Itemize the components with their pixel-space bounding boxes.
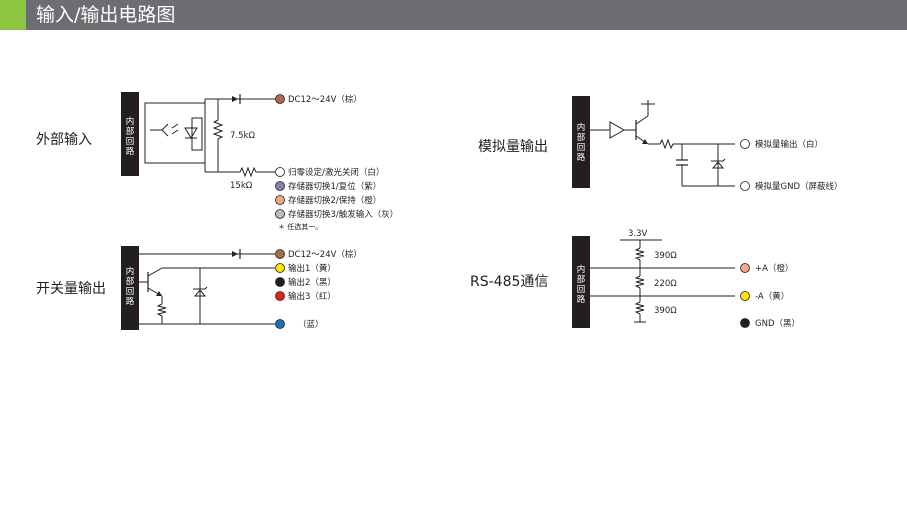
analog-out-label: 模拟量输出（白） (755, 139, 823, 150)
wire-dot-yellow (740, 291, 750, 301)
wire-dot-brown (275, 94, 285, 104)
internal-circuit-block (121, 92, 139, 176)
block-char: 回 (126, 287, 135, 297)
zener-diode (193, 289, 207, 297)
section-title-rs485: RS-485通信 (470, 274, 548, 290)
internal-circuit-block (572, 236, 590, 328)
block-char: 内 (577, 122, 586, 133)
resistor-7-5k (212, 119, 224, 140)
supply-label: DC12～24V（棕） (288, 249, 362, 260)
wire-dot-red (275, 291, 285, 301)
wire-dot-black (275, 277, 285, 287)
resistor-220 (634, 275, 645, 289)
resistor-7-5k-label: 7.5kΩ (230, 131, 255, 141)
page-title: 输入/输出电路图 (36, 4, 176, 26)
analog-gnd-label: 模拟量GND（屏蔽线） (755, 181, 843, 192)
led-symbol (184, 127, 198, 139)
resistor-label: 220Ω (654, 279, 677, 289)
wire-dot-white (275, 167, 285, 177)
internal-circuit-block (121, 246, 139, 330)
internal-circuit-block (572, 96, 590, 188)
section-title-external-input: 外部输入 (36, 132, 92, 148)
rs485-line-label: GND（黑） (755, 318, 800, 329)
supply-label: 3.3V (628, 229, 648, 239)
block-char: 部 (126, 276, 135, 287)
wire-dot-orange (740, 263, 750, 273)
resistor-label: 390Ω (654, 306, 677, 316)
resistor-390-bottom (634, 301, 645, 315)
section-title-analog-output: 模拟量输出 (478, 139, 548, 155)
wire-dot-white (740, 181, 750, 191)
resistor-15k (239, 166, 257, 178)
rs485-line-label: +A（橙） (755, 263, 793, 274)
block-char: 回 (577, 285, 586, 295)
header-accent (0, 0, 26, 30)
block-char: 内 (577, 264, 586, 275)
block-char: 路 (126, 146, 135, 157)
block-char: 路 (577, 152, 586, 163)
wire-dot-purple (275, 181, 285, 191)
input-label: 归零设定/激光关闭（白） (288, 167, 384, 178)
input-label: 存储器切换2/保持（橙） (288, 195, 381, 206)
zener-diode (711, 161, 725, 169)
wire-dot-orange (275, 195, 285, 205)
block-char: 部 (126, 126, 135, 137)
supply-label: DC12～24V（棕） (288, 94, 362, 105)
block-char: 部 (577, 274, 586, 285)
wire-dot-white (740, 139, 750, 149)
output-label: 输出2（黑） (288, 277, 336, 288)
rs485-diagram: RS-485通信 内 部 回 路 3.3V 390Ω 220Ω 390Ω +A（… (470, 229, 800, 329)
wire-dot-yellow (275, 263, 285, 273)
external-input-diagram: 外部输入 内 部 回 路 7.5kΩ 15kΩ DC12～24V（棕） 归零设定… (36, 92, 398, 231)
resistor-390-top (634, 247, 645, 261)
block-char: 回 (126, 137, 135, 147)
footnote: ＊ 任选其一。 (278, 222, 322, 231)
block-char: 内 (126, 116, 135, 127)
output-label: 输出1（黄） (288, 263, 336, 274)
phototransistor (150, 123, 169, 137)
rs485-line-label: -A（黄） (755, 291, 789, 302)
section-title-switch-output: 开关量输出 (36, 281, 106, 297)
block-char: 内 (126, 266, 135, 277)
resistor-15k-label: 15kΩ (230, 181, 253, 191)
ground-label: （蓝） (298, 319, 324, 330)
resistor-label: 390Ω (654, 251, 677, 261)
analog-output-diagram: 模拟量输出 内 部 回 路 模拟量输出（白） 模拟量GND（屏蔽线） (478, 96, 843, 192)
op-amp (609, 121, 626, 139)
light-arrows (171, 123, 179, 135)
block-char: 部 (577, 132, 586, 143)
block-char: 路 (126, 296, 135, 307)
header-bar (0, 0, 907, 30)
opto-inner (191, 117, 203, 151)
wire-dot-black (740, 318, 750, 328)
resistor (156, 303, 167, 317)
block-char: 路 (577, 294, 586, 305)
wire-dot-blue (275, 319, 285, 329)
wire-dot-brown (275, 249, 285, 259)
resistor (659, 138, 674, 150)
input-label: 存储器切换3/触发输入（灰） (288, 209, 398, 220)
output-label: 输出3（红） (288, 291, 336, 302)
switch-output-diagram: 开关量输出 内 部 回 路 DC12～24V（棕） 输出1（黄） 输出2（黑） … (36, 246, 362, 330)
input-label: 存储器切换1/复位（紫） (288, 181, 381, 192)
wire-dot-gray (275, 209, 285, 219)
optocoupler-box (144, 102, 206, 164)
block-char: 回 (577, 143, 586, 153)
